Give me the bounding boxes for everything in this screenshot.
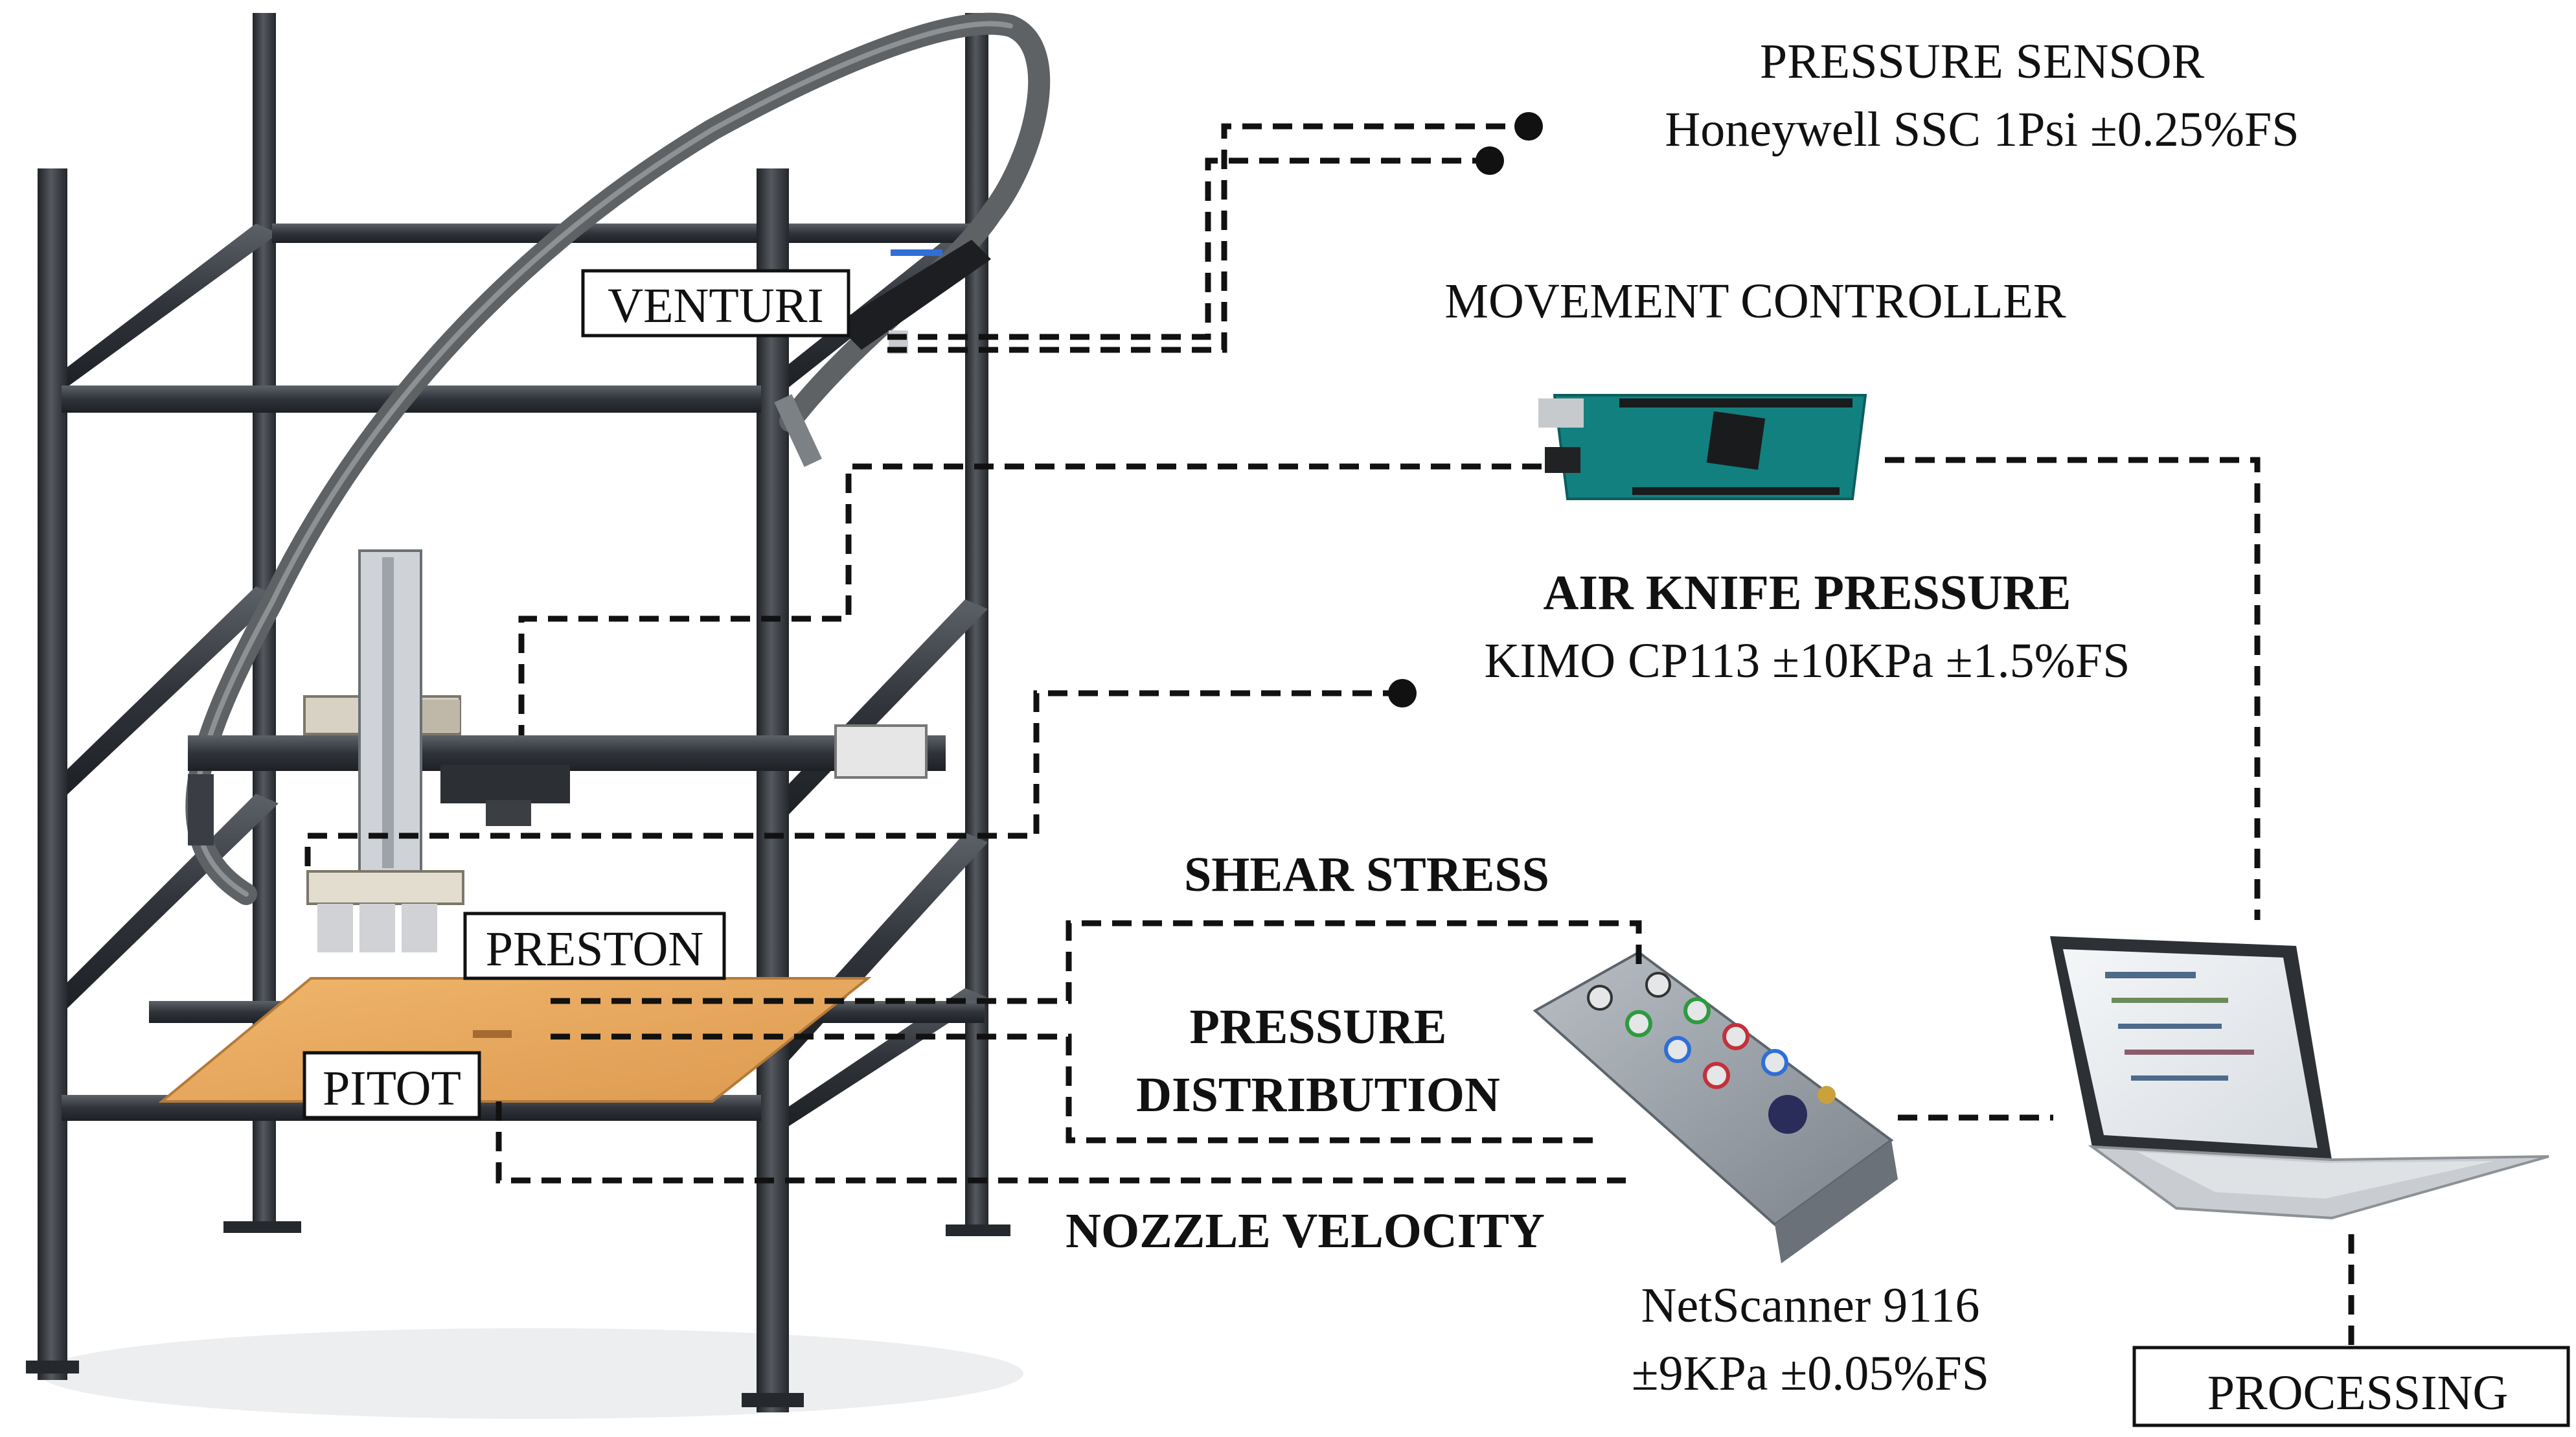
plate-slot <box>473 1030 512 1038</box>
processing-label: PROCESSING <box>2207 1366 2509 1420</box>
pitot-label-box <box>302 1051 481 1120</box>
netscanner-name: NetScanner 9116 <box>1641 1278 1980 1333</box>
laptop <box>2050 936 2549 1220</box>
airknife-connector <box>1388 679 1417 707</box>
side-beam-low-left <box>39 794 279 1011</box>
traverse-gantry <box>188 549 946 952</box>
foot-back-right <box>946 1224 1010 1236</box>
sensor-connector-b <box>1476 146 1504 175</box>
floor-shadow <box>39 1328 1023 1419</box>
frame-post-front-right <box>757 168 789 1412</box>
foot-back-left <box>223 1221 301 1233</box>
scanner-port-2 <box>1625 1010 1652 1037</box>
pressure-distribution-line2: DISTRIBUTION <box>1136 1068 1500 1122</box>
laptop-code-block-3 <box>2118 1024 2222 1029</box>
scanner-port-7 <box>1722 1023 1750 1050</box>
pitot-label: PITOT <box>323 1061 461 1116</box>
venturi-label-box <box>581 269 850 338</box>
grooved-block <box>440 764 570 803</box>
netscanner-spec: ±9KPa ±0.05%FS <box>1632 1346 1989 1401</box>
line-pressure-distribution <box>551 1033 1597 1144</box>
foot-front-right <box>742 1393 804 1407</box>
air-knife-spec: KIMO CP113 ±10KPa ±1.5%FS <box>1485 634 2130 688</box>
side-beam-top-left <box>39 224 279 389</box>
scanner-port-3 <box>1664 1036 1691 1063</box>
side-beam-mid-left <box>39 586 279 797</box>
vertical-axis-rod <box>382 557 394 868</box>
venturi-tube <box>836 240 991 350</box>
venturi-label: VENTURI <box>608 279 824 333</box>
scanner-port-5 <box>1645 972 1671 998</box>
scanner-brass-port <box>1818 1086 1836 1104</box>
scanner-port-1 <box>1587 985 1613 1011</box>
foot-front-left <box>26 1361 79 1374</box>
frame-post-front-left <box>38 168 67 1380</box>
aluminium-frame <box>26 13 1023 1419</box>
arduino-usb <box>1538 398 1584 428</box>
gantry-motor <box>834 724 928 779</box>
gantry-rail-lower <box>188 774 214 845</box>
venturi-pipe-end <box>774 394 822 467</box>
laptop-code-block-1 <box>2105 972 2196 978</box>
movement-controller-label: MOVEMENT CONTROLLER <box>1444 274 2066 328</box>
pressure-sensor-spec: Honeywell SSC 1Psi ±0.25%FS <box>1665 102 2299 157</box>
arduino-power <box>1545 447 1580 473</box>
netscanner-device <box>1533 950 1898 1263</box>
arduino-chip <box>1706 411 1766 470</box>
scanner-port-4 <box>1703 1062 1730 1089</box>
connection-lines <box>304 112 2354 1348</box>
arduino-board <box>1538 394 1867 500</box>
line-nozzle-velocity <box>496 1101 1626 1184</box>
laptop-keyboard <box>2137 1152 2494 1199</box>
laptop-code-block-2 <box>2112 998 2228 1003</box>
processing-label-box <box>2132 1346 2570 1427</box>
preston-label-box <box>463 912 726 980</box>
nozzle-3 <box>402 904 437 952</box>
line-controller-to-laptop <box>1885 457 2261 920</box>
laptop-code-block-4 <box>2125 1050 2254 1055</box>
scanner-port-6 <box>1683 997 1711 1024</box>
air-knife-title: AIR KNIFE PRESSURE <box>1543 566 2071 620</box>
nozzle-2 <box>359 904 395 952</box>
laptop-code-block-5 <box>2131 1075 2228 1081</box>
nozzle-1 <box>317 904 353 952</box>
back-beam-top <box>272 224 972 243</box>
nozzle-velocity-label: NOZZLE VELOCITY <box>1066 1204 1545 1258</box>
gantry-carriage-right <box>421 700 460 732</box>
line-venturi-to-sensor-a <box>887 123 1529 353</box>
arduino-header-top <box>1619 398 1852 408</box>
scanner-side <box>1775 1140 1898 1263</box>
scanner-connector <box>1768 1095 1807 1134</box>
air-knife-manifold <box>306 870 464 905</box>
scanner-port-8 <box>1761 1049 1788 1076</box>
side-beam-mid-right <box>758 599 988 816</box>
line-airknife-to-manifold <box>304 690 1402 868</box>
nozzle-sensor-head <box>486 800 531 826</box>
preston-label: PRESTON <box>486 922 703 976</box>
pressure-distribution-line1: PRESSURE <box>1190 1000 1447 1054</box>
pressure-sensor-title: PRESSURE SENSOR <box>1760 34 2205 89</box>
line-shear-stress <box>551 920 1642 1004</box>
laptop-screen <box>2063 949 2318 1148</box>
line-controller-to-gantry <box>518 463 1542 735</box>
line-venturi-to-sensor-b <box>887 157 1490 340</box>
sensor-connector-a <box>1514 112 1543 141</box>
shear-stress-label: SHEAR STRESS <box>1184 847 1549 902</box>
venturi-blue-mark <box>891 249 942 256</box>
arduino-header-bottom <box>1632 487 1840 495</box>
